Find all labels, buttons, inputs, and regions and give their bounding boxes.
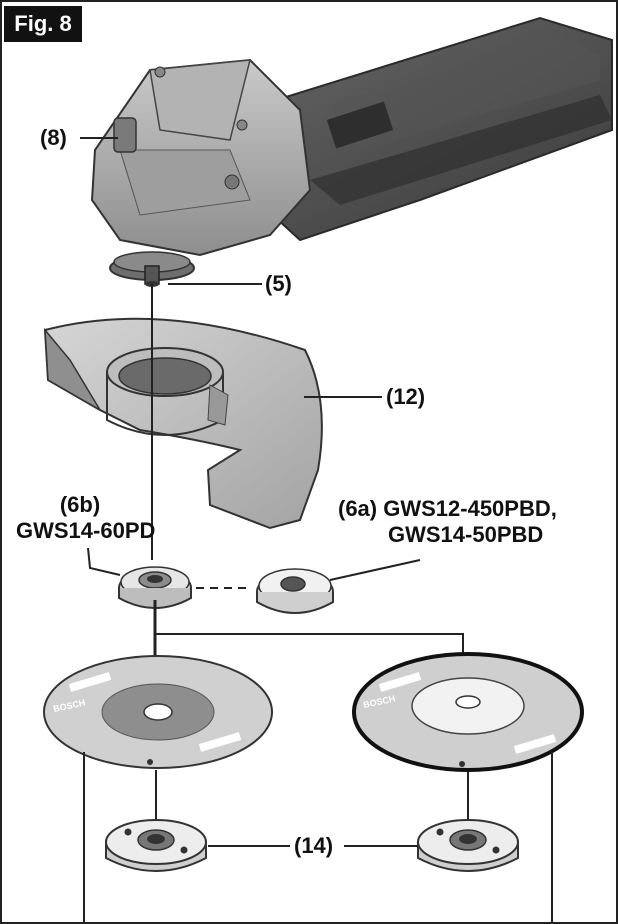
protective-guard [43,317,323,530]
flange-6b [118,566,192,609]
callout-6a-line2: GWS14-50PBD [388,522,544,547]
spindle-lock-button [113,117,137,153]
leader-6a [329,559,421,581]
callout-14: (14) [294,833,334,858]
flange-6a [256,568,334,614]
angle-grinder [90,16,613,287]
figure-number: Fig. 8 [4,6,82,42]
callout-8: (8) [40,125,67,150]
clamping-nut-right [417,819,519,872]
callout-6b-ref: (6b) [59,492,101,517]
grinder-vent [326,101,394,149]
callout-12: (12) [386,384,426,409]
grinding-disc-right [352,652,584,772]
clamping-nut-left [105,819,207,872]
side-handle-socket [224,174,240,190]
callout-6b-model: GWS14-60PD [16,518,156,543]
leader-6b [87,547,121,576]
callout-6a-line1: (6a) GWS12-450PBD, [338,496,557,521]
callout-5: (5) [265,271,292,296]
grinding-disc-left [43,655,273,769]
